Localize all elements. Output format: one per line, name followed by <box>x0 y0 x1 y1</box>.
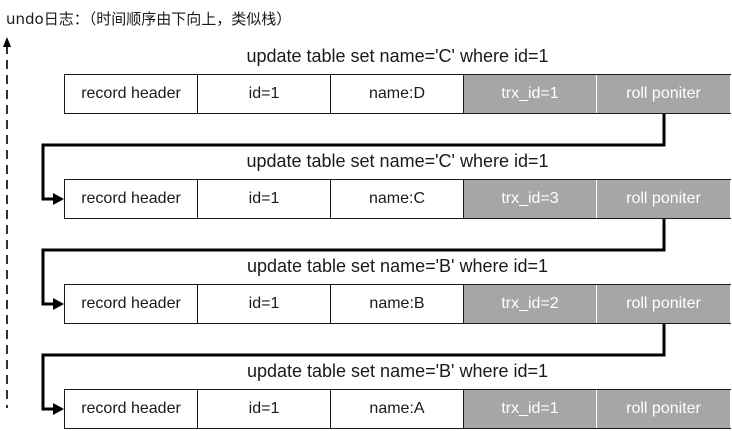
trx-id-cell: trx_id=2 <box>464 285 597 323</box>
id-cell: id=1 <box>198 180 331 218</box>
trx-id-cell: trx_id=3 <box>464 180 597 218</box>
update-statement: update table set name='B' where id=1 <box>246 256 549 276</box>
trx-id-cell: trx_id=1 <box>464 75 597 113</box>
id-cell: id=1 <box>198 285 331 323</box>
roll-pointer-cell: roll poniter <box>597 390 730 428</box>
update-statement: update table set name='B' where id=1 <box>246 361 549 381</box>
name-cell: name:D <box>331 75 464 113</box>
id-cell: id=1 <box>198 75 331 113</box>
roll-pointer-cell: roll poniter <box>597 285 730 323</box>
record-row: record header id=1 name:C trx_id=3 roll … <box>64 179 731 219</box>
record-row: record header id=1 name:D trx_id=1 roll … <box>64 74 731 114</box>
update-statement: update table set name='C' where id=1 <box>246 46 549 66</box>
name-cell: name:A <box>331 390 464 428</box>
update-statement: update table set name='C' where id=1 <box>246 151 549 171</box>
record-header-cell: record header <box>65 180 198 218</box>
trx-id-cell: trx_id=1 <box>464 390 597 428</box>
record-header-cell: record header <box>65 390 198 428</box>
time-direction-arrow <box>3 37 11 408</box>
id-cell: id=1 <box>198 390 331 428</box>
connector-3-to-4 <box>41 324 666 415</box>
diagram-title: undo日志：（时间顺序由下向上，类似栈） <box>6 10 292 28</box>
roll-pointer-cell: roll poniter <box>597 75 730 113</box>
connector-1-to-2 <box>41 114 666 205</box>
record-header-cell: record header <box>65 75 198 113</box>
record-row: record header id=1 name:B trx_id=2 roll … <box>64 284 731 324</box>
record-header-cell: record header <box>65 285 198 323</box>
name-cell: name:C <box>331 180 464 218</box>
roll-pointer-cell: roll poniter <box>597 180 730 218</box>
record-row: record header id=1 name:A trx_id=1 roll … <box>64 389 731 429</box>
name-cell: name:B <box>331 285 464 323</box>
connector-2-to-3 <box>41 219 666 310</box>
